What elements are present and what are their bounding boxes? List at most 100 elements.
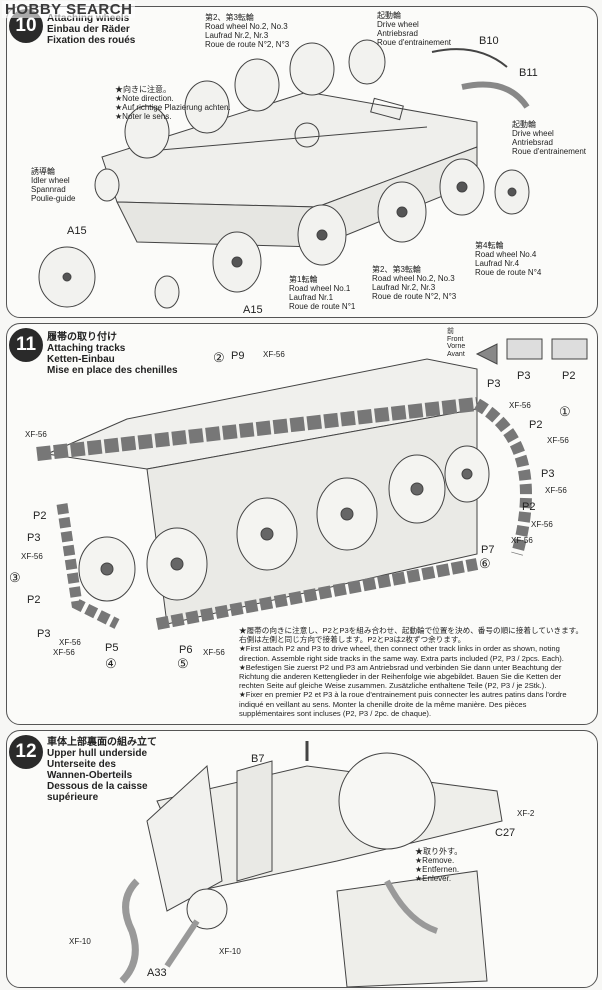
paint-xf2: XF-2 bbox=[517, 809, 535, 818]
title-line: Attaching wheels bbox=[47, 13, 130, 24]
part-p5: P5 bbox=[105, 642, 119, 654]
label-line: ★Enlever. bbox=[415, 874, 452, 883]
label-line: Laufrad Nr.2, Nr.3 bbox=[205, 31, 269, 40]
title-line: Mise en place des chenilles bbox=[47, 365, 178, 376]
part-p2: P2 bbox=[27, 594, 41, 606]
paint-xf56: XF-56 bbox=[263, 350, 285, 359]
instruction-text: ★履帯の向きに注意し、P2とP3を組み合わせ、起動輪で位置を決め、番号の順に接着… bbox=[239, 626, 583, 718]
instruction-line: indiqué en veillant au sens. Monter la c… bbox=[239, 699, 527, 709]
paint-xf56: XF-56 bbox=[511, 536, 533, 545]
label-line: Antriebsrad bbox=[512, 138, 553, 147]
part-a15: A15 bbox=[243, 304, 263, 316]
paint-xf56: XF-56 bbox=[21, 552, 43, 561]
watermark: HOBBY SEARCH bbox=[2, 1, 136, 18]
part-a33: A33 bbox=[147, 967, 167, 979]
label-line: Roue d'entrainement bbox=[377, 38, 452, 47]
label-line: 第4転輪 bbox=[475, 241, 504, 250]
part-p2: P2 bbox=[529, 419, 543, 431]
label-drive-wheel-right: 起動輪 Drive wheel Antriebsrad Roue d'entra… bbox=[512, 120, 586, 156]
part-a15: A15 bbox=[67, 225, 87, 237]
step-12-panel: 12 車体上部裏面の組み立て Upper hull underside Unte… bbox=[6, 730, 598, 988]
note-line: ★Note direction. bbox=[115, 94, 174, 103]
remove-note: ★取り外す。 ★Remove. ★Entfernen. ★Enlever. bbox=[415, 847, 462, 883]
instruction-line: Richtung die anderen Kettenglieder in de… bbox=[239, 672, 562, 682]
label-line: Road wheel No.2, No.3 bbox=[372, 274, 455, 283]
part-b7: B7 bbox=[251, 753, 265, 765]
label-line: Laufrad Nr.2, Nr.3 bbox=[372, 283, 436, 292]
step-12-drawing bbox=[119, 741, 503, 987]
title-line: Upper hull underside bbox=[47, 748, 148, 759]
label-line: Road wheel No.2, No.3 bbox=[205, 22, 288, 31]
step-10-panel: 10 Attaching wheels Einbau der Räder Fix… bbox=[6, 6, 598, 318]
label-line: Laufrad Nr.1 bbox=[289, 293, 334, 302]
title-line: Ketten-Einbau bbox=[47, 354, 115, 365]
part-p3: P3 bbox=[487, 378, 501, 390]
label-line: 第1転輪 bbox=[289, 275, 318, 284]
paint-xf56: XF-56 bbox=[25, 430, 47, 439]
part-p9: P9 bbox=[231, 350, 245, 362]
front-indicator: 前 Front Vorne Avant bbox=[447, 328, 465, 358]
title-line: supérieure bbox=[47, 792, 99, 803]
label-line: Road wheel No.1 bbox=[289, 284, 351, 293]
part-p3: P3 bbox=[27, 532, 41, 544]
label-road-wheel-1: 第1転輪 Road wheel No.1 Laufrad Nr.1 Roue d… bbox=[289, 275, 355, 311]
label-line: Idler wheel bbox=[31, 176, 70, 185]
label-line: Spannrad bbox=[31, 185, 66, 194]
instruction-line: supplémentaires sont incluses (P2, P3 / … bbox=[239, 708, 432, 718]
paint-xf56: XF-56 bbox=[531, 520, 553, 529]
paint-xf10: XF-10 bbox=[69, 937, 91, 946]
instruction-line: ★First attach P2 and P3 to drive wheel, … bbox=[239, 644, 560, 654]
instruction-line: rechten Seite auf gleiche Weise zusammen… bbox=[239, 681, 547, 691]
paint-xf56: XF-56 bbox=[59, 638, 81, 647]
label-line: ★取り外す。 bbox=[415, 847, 463, 856]
step-11-panel: 11 履帯の取り付け Attaching tracks Ketten-Einba… bbox=[6, 323, 598, 725]
instruction-line: 右側は左側と同じ方向で接着します。P2とP3は2枚ずつ余ります。 bbox=[239, 635, 466, 645]
note-line: ★Noter le sens. bbox=[115, 112, 172, 121]
title-line: 履帯の取り付け bbox=[47, 332, 117, 343]
circled-1: ① bbox=[559, 404, 571, 419]
label-line: ★Remove. bbox=[415, 856, 455, 865]
label-line: Roue de route N°2, N°3 bbox=[205, 40, 290, 49]
label-idler-wheel: 誘導輪 Idler wheel Spannrad Poulie-guide bbox=[31, 167, 75, 203]
part-p2: P2 bbox=[33, 510, 47, 522]
direction-note: ★向きに注意。 ★Note direction. ★Auf richtige P… bbox=[115, 85, 231, 121]
label-line: 起動輪 bbox=[512, 120, 536, 129]
title-line: Attaching tracks bbox=[47, 343, 126, 354]
label-line: Vorne bbox=[447, 343, 466, 350]
step-title: Attaching wheels Einbau der Räder Fixati… bbox=[47, 13, 135, 46]
paint-xf56: XF-56 bbox=[547, 436, 569, 445]
label-line: Front bbox=[447, 335, 464, 343]
circled-6: ⑥ bbox=[479, 556, 491, 571]
instruction-line: ★履帯の向きに注意し、P2とP3を組み合わせ、起動輪で位置を決め、番号の順に接着… bbox=[239, 626, 584, 635]
part-c27: C27 bbox=[495, 827, 516, 839]
circled-5: ⑤ bbox=[177, 656, 189, 671]
part-p3: P3 bbox=[541, 468, 555, 480]
circled-4: ④ bbox=[105, 656, 117, 671]
circled-2: ② bbox=[213, 350, 225, 365]
label-line: 第2、第3転輪 bbox=[205, 13, 254, 22]
step-title: 履帯の取り付け Attaching tracks Ketten-Einbau M… bbox=[47, 332, 178, 376]
label-line: Road wheel No.4 bbox=[475, 250, 537, 259]
title-line: Unterseite des bbox=[47, 759, 116, 770]
part-b10: B10 bbox=[479, 35, 499, 47]
instruction-line: ★Befestigen Sie zuerst P2 und P3 am Antr… bbox=[239, 662, 562, 672]
label-line: Avant bbox=[447, 350, 465, 358]
step-11-drawing bbox=[36, 338, 588, 630]
label-line: Roue de route N°1 bbox=[289, 302, 356, 311]
label-line: Poulie-guide bbox=[31, 194, 76, 203]
title-line: Fixation des roués bbox=[47, 35, 136, 46]
part-p6: P6 bbox=[179, 644, 193, 656]
instruction-line: ★Fixer en premier P2 et P3 à la roue d'e… bbox=[239, 690, 567, 700]
title-line: Wannen-Oberteils bbox=[47, 770, 133, 781]
label-line: 前 bbox=[447, 328, 454, 335]
note-line: ★Auf richtige Plazierung achten. bbox=[115, 103, 231, 112]
tile-p2: P2 bbox=[562, 370, 576, 382]
label-line: Roue d'entrainement bbox=[512, 147, 587, 156]
label-line: Drive wheel bbox=[377, 20, 419, 29]
instruction-line: direction. Assemble right side tracks in… bbox=[239, 653, 564, 663]
label-line: 誘導輪 bbox=[31, 167, 55, 176]
paint-xf56: XF-56 bbox=[203, 648, 225, 657]
step-title: 車体上部裏面の組み立て Upper hull underside Unterse… bbox=[47, 737, 157, 803]
part-b11: B11 bbox=[519, 67, 538, 79]
